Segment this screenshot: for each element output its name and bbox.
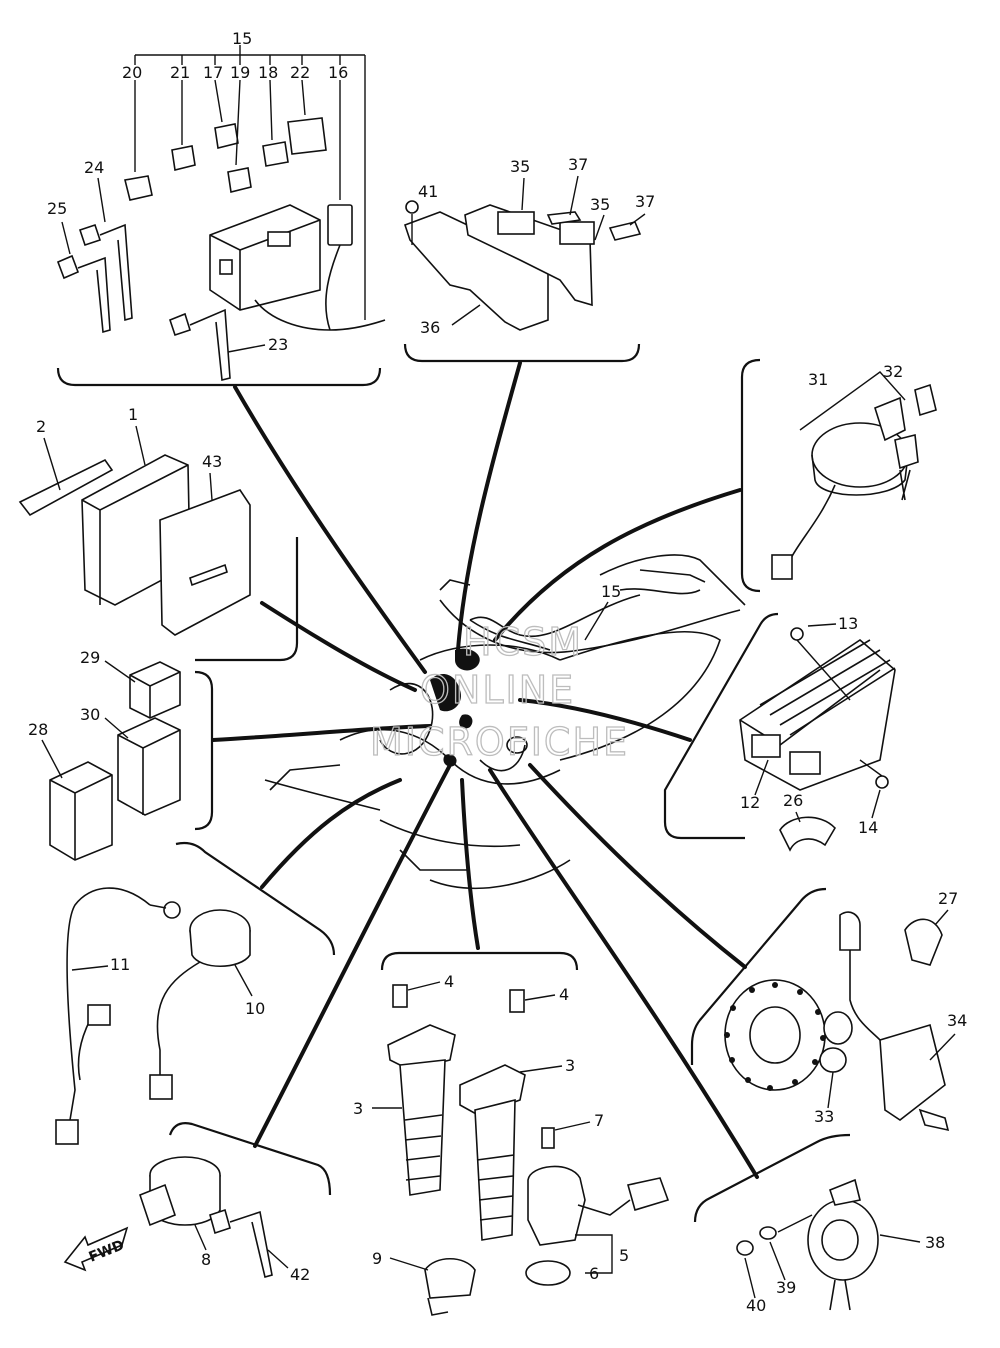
callout-11: 11: [110, 955, 130, 974]
callout-15-center: 15: [601, 582, 621, 601]
speed-sensor-group: 38 39 40: [736, 1178, 945, 1315]
callout-17: 17: [203, 63, 223, 82]
callout-35-b: 35: [590, 195, 610, 214]
callout-30: 30: [80, 705, 100, 724]
callout-29: 29: [80, 648, 100, 667]
callout-27: 27: [938, 889, 958, 908]
callout-14: 14: [858, 818, 878, 837]
pressure-switch-group: 8 42: [139, 1156, 310, 1284]
callout-2: 2: [36, 417, 46, 436]
callout-13: 13: [838, 614, 858, 633]
watermark-line-2: ONLINE: [420, 668, 575, 712]
callout-4-b: 4: [559, 985, 569, 1004]
callout-22: 22: [290, 63, 310, 82]
callout-12: 12: [740, 793, 760, 812]
watermark: HCSM ONLINE MICROFICHE: [369, 619, 629, 764]
callout-1: 1: [128, 405, 138, 424]
callout-25: 25: [47, 199, 67, 218]
callout-20: 20: [122, 63, 142, 82]
callout-40: 40: [746, 1296, 766, 1315]
callout-23: 23: [268, 335, 288, 354]
sensor-lead-group: 11 10: [55, 887, 265, 1145]
callout-28: 28: [28, 720, 48, 739]
callout-10: 10: [245, 999, 265, 1018]
callout-26: 26: [783, 791, 803, 810]
watermark-line-1: HCSM: [463, 620, 583, 664]
callout-35-a: 35: [510, 157, 530, 176]
fuse-box-group: 15 20 21 17 19 18 22 16 24 25 23: [47, 29, 386, 381]
watermark-line-3: MICROFICHE: [370, 720, 629, 764]
fwd-arrow-icon: FWD: [63, 1226, 129, 1272]
callout-31: 31: [808, 370, 828, 389]
group-brackets: [56, 343, 851, 1223]
callout-8: 8: [201, 1250, 211, 1269]
ignition-coil-group: 4 4 3 3 7 5 6 9: [353, 972, 670, 1316]
main-switch-group: 31 32: [771, 362, 937, 580]
rectifier-group: 13 12 26 14: [739, 614, 896, 852]
callout-7: 7: [594, 1111, 604, 1130]
callout-5: 5: [619, 1246, 629, 1265]
callout-3-a: 3: [353, 1099, 363, 1118]
callout-9: 9: [372, 1249, 382, 1268]
callout-41: 41: [418, 182, 438, 201]
callout-42: 42: [290, 1265, 310, 1284]
callout-21: 21: [170, 63, 190, 82]
callout-39: 39: [776, 1278, 796, 1297]
callout-3-b: 3: [565, 1056, 575, 1075]
callout-38: 38: [925, 1233, 945, 1252]
callout-18: 18: [258, 63, 278, 82]
callout-16: 16: [328, 63, 348, 82]
callout-43: 43: [202, 452, 222, 471]
callout-37-a: 37: [568, 155, 588, 174]
callout-36: 36: [420, 318, 440, 337]
callout-19: 19: [230, 63, 250, 82]
callout-24: 24: [84, 158, 104, 177]
callout-32: 32: [883, 362, 903, 381]
relay-group: 29 30 28: [28, 648, 181, 861]
callout-4-a: 4: [444, 972, 454, 991]
pickup-rotor-group: 27 34 33: [724, 889, 967, 1132]
callout-34: 34: [947, 1011, 967, 1030]
leader-lines: [211, 361, 759, 1179]
ecu-group: 2 1 43: [18, 405, 251, 636]
callout-33: 33: [814, 1107, 834, 1126]
bracket-group: 35 37 41 35 37 36: [403, 155, 655, 337]
callout-37-b: 37: [635, 192, 655, 211]
callout-15-top: 15: [232, 29, 252, 48]
